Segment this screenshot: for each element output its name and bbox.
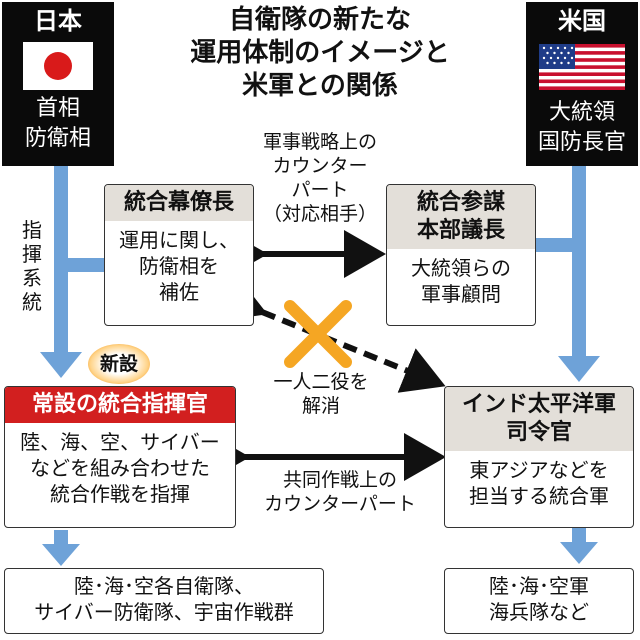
jsoc-description: 運用に関し、 防衛相を 補佐: [119, 228, 239, 304]
us-leaders-box: 米国 大統領 国防長官: [526, 2, 638, 166]
chain-label-char: 指揮系統: [20, 218, 44, 314]
command-arrow-down: [40, 352, 82, 378]
japan-leaders-box: 日本 首相 防衛相: [2, 2, 114, 166]
chain-of-command-label: 指揮系統: [20, 218, 44, 314]
diagram-title: 自衛隊の新たな 運用体制のイメージと 米軍との関係: [150, 4, 490, 103]
cjcs-description: 大統領らの 軍事顧問: [411, 256, 511, 306]
title-line-2: 運用体制のイメージと: [190, 38, 450, 68]
japan-label: 日本: [34, 7, 82, 35]
us-defense-secretary: 国防長官: [537, 130, 626, 155]
jsoc-box: 統合幕僚長 運用に関し、 防衛相を 補佐: [104, 184, 254, 326]
chain-label-char: 統: [22, 290, 42, 314]
chain-label-char: 揮: [22, 242, 42, 266]
chain-label-char: 系: [22, 266, 42, 290]
chain-label-char: 指: [22, 218, 42, 242]
indopacom-description: 東アジアなどを 担当する統合軍: [469, 458, 609, 508]
jp-forces-arrow: [42, 544, 80, 566]
indopacom-box: インド太平洋軍 司令官 東アジアなどを 担当する統合軍: [444, 386, 634, 528]
title-line-1: 自衛隊の新たな: [228, 5, 411, 35]
japan-prime-minister: 首相: [35, 96, 80, 121]
cjcs-box: 統合参謀 本部議長 大統領らの 軍事顧問: [386, 184, 536, 326]
japan-defense-minister: 防衛相: [24, 126, 91, 151]
jjoc-description: 陸、海、空、サイバー などを組み合わせた 統合作戦を指揮: [20, 430, 220, 506]
jjoc-title: 常設の統合指揮官: [5, 387, 235, 423]
jp-forces-box: 陸･海･空各自衛隊、 サイバー防衛隊、宇宙作戦群: [4, 568, 324, 634]
us-president: 大統領: [548, 100, 615, 125]
cross-mark-icon: [284, 300, 352, 368]
cjcs-title: 統合参謀 本部議長: [387, 185, 535, 249]
japan-flag-icon: [23, 42, 93, 90]
title-line-3: 米軍との関係: [242, 71, 398, 101]
branch-to-cjcs: [536, 238, 586, 252]
jsoc-title: 統合幕僚長: [105, 185, 253, 221]
branch-to-jsoc: [54, 258, 104, 272]
us-forces-arrow: [560, 542, 598, 564]
us-flag-icon: [539, 44, 625, 90]
new-badge: 新設: [88, 344, 150, 384]
jjoc-box: 常設の統合指揮官 陸、海、空、サイバー などを組み合わせた 統合作戦を指揮: [4, 386, 236, 528]
us-forces-box: 陸･海･空軍 海兵隊など: [444, 568, 634, 634]
us-command-line: [572, 166, 586, 356]
us-label: 米国: [558, 7, 606, 35]
strategic-counterpart-label: 軍事戦略上の カウンター パート （対応相手）: [262, 131, 377, 225]
dual-role-dashed-arrow: [219, 276, 446, 393]
us-command-arrow-down: [558, 356, 600, 382]
indopacom-title: インド太平洋軍 司令官: [445, 387, 633, 451]
operational-counterpart-label: 共同作戦上の カウンターパート: [264, 469, 416, 515]
dual-role-label: 一人二役を 解消: [273, 371, 369, 417]
